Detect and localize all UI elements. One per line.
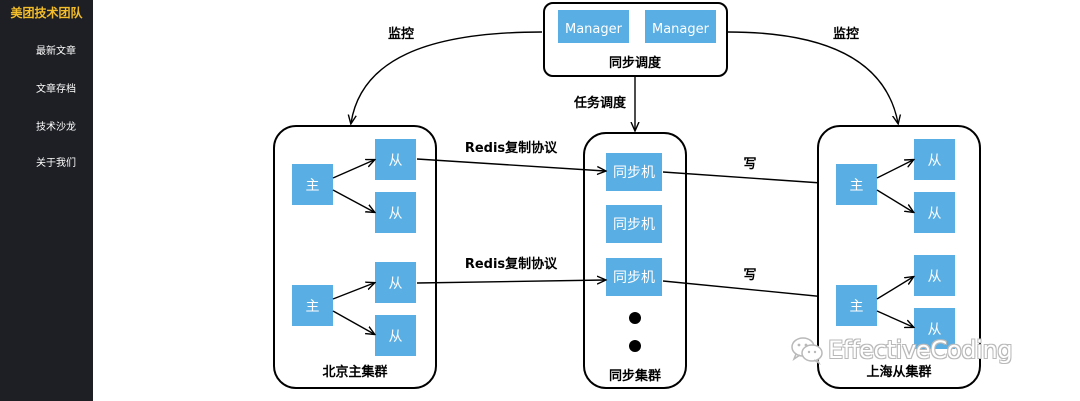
monitor-arrow-left <box>351 31 543 123</box>
shanghai-master-2-label: 主 <box>850 299 864 315</box>
beijing-repl-arrow-1a <box>332 160 374 179</box>
shanghai-cluster-title: 上海从集群 <box>866 364 931 380</box>
beijing-slave-1a-label: 从 <box>389 153 403 169</box>
sync-machine-2 <box>606 205 662 243</box>
sync-machine-1 <box>606 153 662 191</box>
watermark-text: EffectiveCoding <box>828 336 1013 364</box>
beijing-master-2 <box>292 285 333 326</box>
shanghai-slave-1b-label: 从 <box>928 206 942 222</box>
shanghai-repl-arrow-2b <box>876 310 913 327</box>
sync-machine-1-label: 同步机 <box>613 165 655 181</box>
beijing-slave-2b <box>375 315 416 356</box>
monitor-arrow-right <box>727 31 898 123</box>
ellipsis-dot-2 <box>629 340 641 352</box>
redis-repl-arrow-1 <box>416 158 605 171</box>
beijing-cluster-title: 北京主集群 <box>322 364 387 380</box>
beijing-slave-2a-label: 从 <box>389 276 403 292</box>
shanghai-slave-2a <box>914 255 955 296</box>
manager-box-2 <box>645 10 716 43</box>
shanghai-master-1 <box>836 164 877 205</box>
shanghai-slave-1a-label: 从 <box>928 153 942 169</box>
beijing-repl-arrow-2a <box>332 283 374 300</box>
shanghai-master-1-label: 主 <box>850 178 864 194</box>
beijing-slave-1b-label: 从 <box>389 206 403 222</box>
redis-repl-label-2: Redis复制协议 <box>465 256 558 272</box>
manager-label-1: Manager <box>565 22 623 37</box>
manager-box-1 <box>558 10 629 43</box>
write-label-2: 写 <box>743 268 756 283</box>
shanghai-slave-2b-label: 从 <box>928 322 942 338</box>
beijing-master-2-label: 主 <box>306 299 320 315</box>
ellipsis-dot-1 <box>629 312 641 324</box>
sync-machine-3-label: 同步机 <box>613 270 655 286</box>
brand-title[interactable]: 美团技术团队 <box>10 6 83 20</box>
redis-repl-arrow-2 <box>416 280 605 283</box>
write-label-1: 写 <box>743 157 756 172</box>
shanghai-repl-arrow-2a <box>876 277 913 300</box>
shanghai-slave-1b <box>914 192 955 233</box>
shanghai-slave-2a-label: 从 <box>928 269 942 285</box>
shanghai-master-2 <box>836 285 877 326</box>
redis-repl-label-1: Redis复制协议 <box>465 140 558 156</box>
write-arrow-1 <box>662 171 836 184</box>
sync-machine-2-label: 同步机 <box>613 217 655 233</box>
sync-cluster-title: 同步集群 <box>609 368 661 384</box>
nav-item-latest[interactable]: 最新文章 <box>36 46 76 57</box>
beijing-repl-arrow-2b <box>332 310 374 334</box>
beijing-master-1-label: 主 <box>306 178 320 194</box>
nav-item-archive[interactable]: 文章存档 <box>36 84 76 95</box>
beijing-repl-arrow-1b <box>332 189 374 212</box>
task-schedule-label: 任务调度 <box>573 95 627 111</box>
wechat-icon <box>791 337 823 365</box>
monitor-label-right: 监控 <box>833 26 859 42</box>
beijing-slave-2a <box>375 262 416 303</box>
nav-item-about[interactable]: 关于我们 <box>36 158 76 169</box>
beijing-slave-1b <box>375 192 416 233</box>
beijing-master-1 <box>292 164 333 205</box>
beijing-slave-1a <box>375 139 416 180</box>
shanghai-slave-1a <box>914 139 955 180</box>
shanghai-slave-2b <box>914 308 955 349</box>
beijing-slave-2b-label: 从 <box>389 329 403 345</box>
article-image: Manager Manager 同步调度 监控 监控 任务调度 主 从 从 主 … <box>246 0 1010 401</box>
manager-label-2: Manager <box>652 22 710 37</box>
sidebar: 美团技术团队 最新文章 文章存档 技术沙龙 关于我们 <box>0 0 93 401</box>
shanghai-repl-arrow-1b <box>876 189 913 212</box>
shanghai-repl-arrow-1a <box>876 160 913 179</box>
monitor-label-left: 监控 <box>388 26 414 42</box>
sync-machine-3 <box>606 258 662 296</box>
architecture-diagram: Manager Manager 同步调度 监控 监控 任务调度 主 从 从 主 … <box>273 2 981 389</box>
watermark: EffectiveCoding <box>790 334 1013 366</box>
nav-item-salon[interactable]: 技术沙龙 <box>36 122 76 133</box>
write-arrow-2 <box>662 280 836 298</box>
scheduler-title: 同步调度 <box>609 55 662 71</box>
